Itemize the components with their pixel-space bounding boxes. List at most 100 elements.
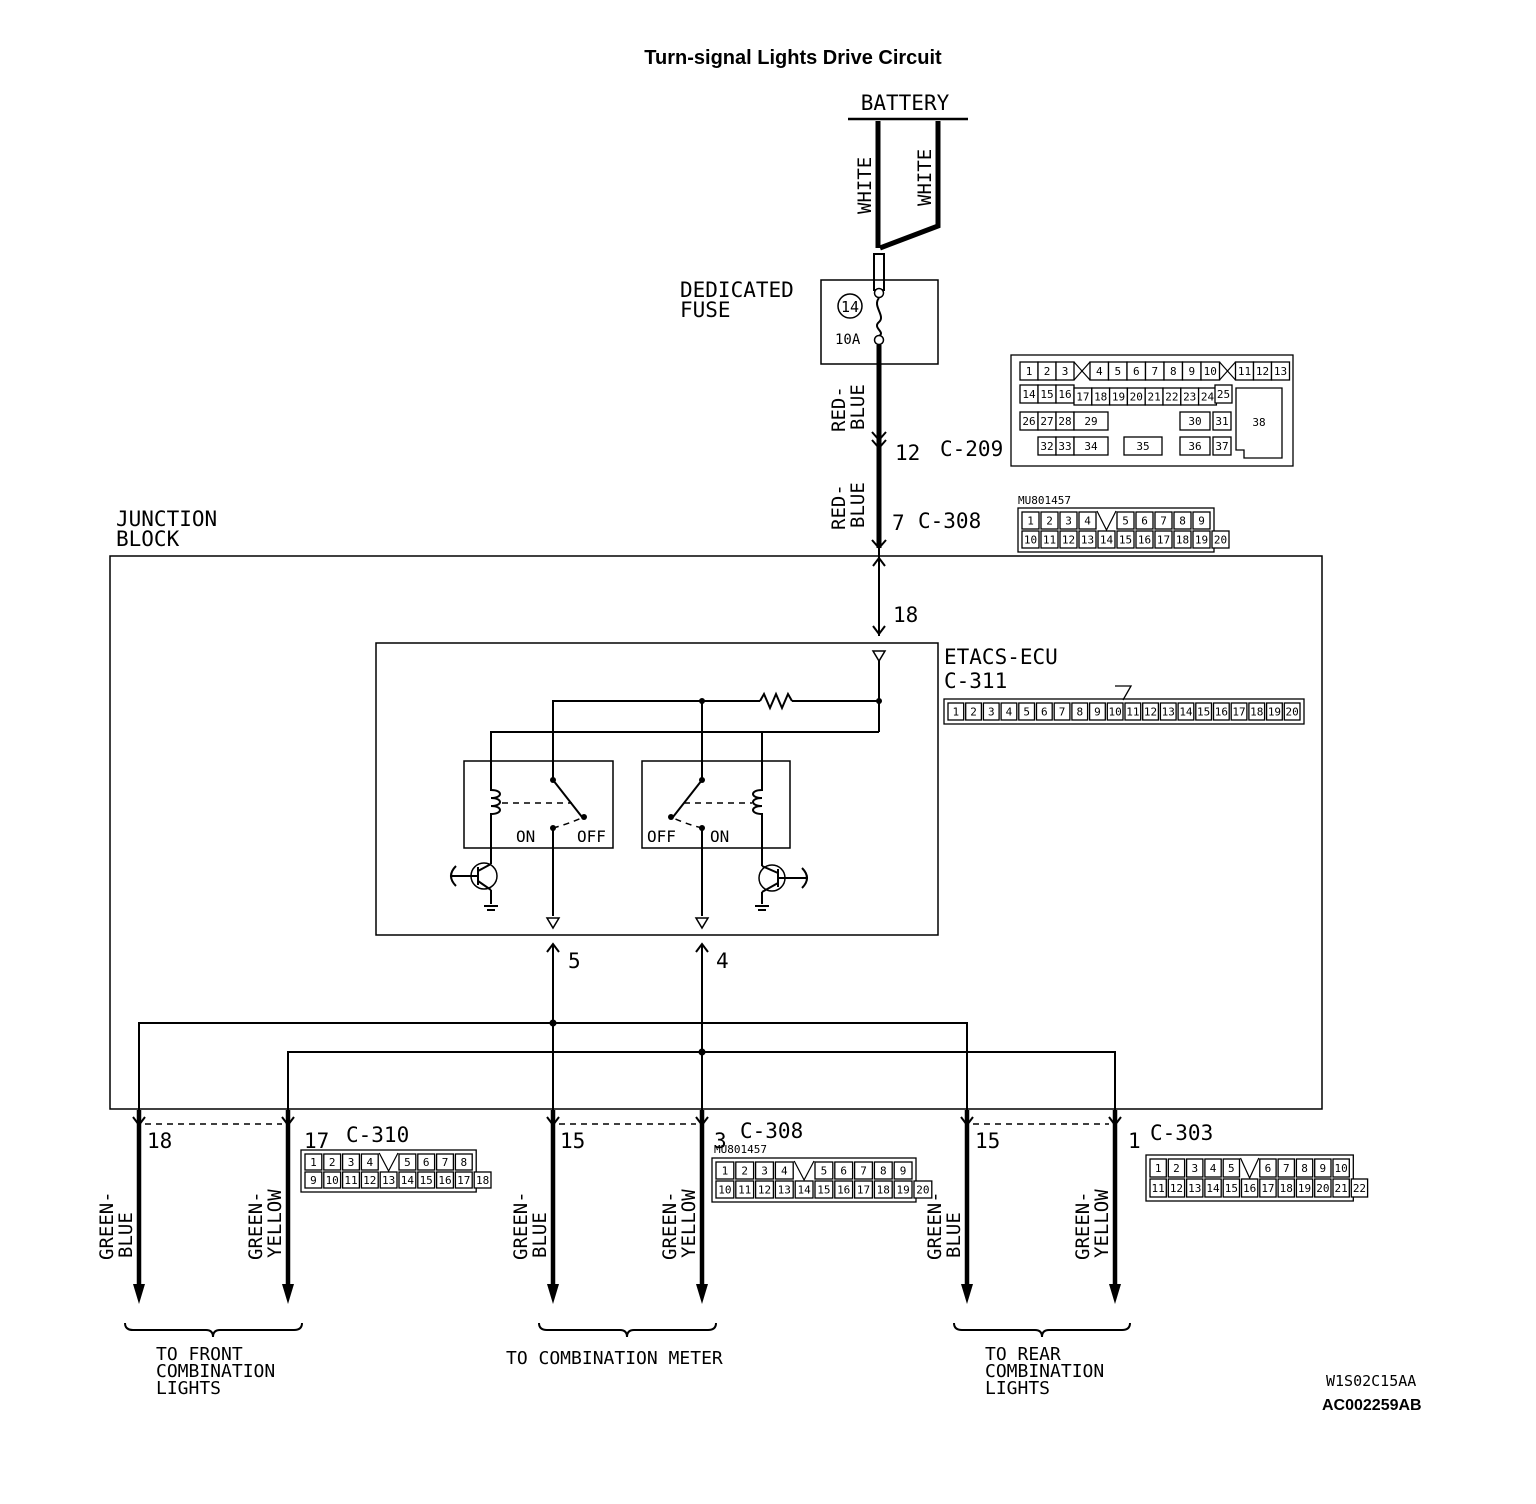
left-transistor-base-hook: [450, 865, 457, 887]
pin-number: 9: [1188, 365, 1195, 378]
connector-housing: [1145, 1154, 1354, 1202]
pin-cell: [360, 1153, 379, 1171]
pin-cell: [1270, 361, 1291, 381]
connector-housing: [300, 1149, 477, 1193]
pin-number: 19: [1268, 706, 1281, 719]
pin-number: 6: [1133, 365, 1140, 378]
pin-cell: [1159, 702, 1177, 721]
right-transistor-base-hook: [801, 867, 808, 889]
right-relay-off: OFF: [647, 827, 676, 846]
pin-number: 2: [970, 706, 977, 719]
pin-cell: [1212, 702, 1230, 721]
pin-number: 13: [1274, 365, 1287, 378]
pin-number: 27: [1040, 415, 1053, 428]
wire-arrow-icon: [133, 1284, 145, 1304]
pin-cell: [1212, 436, 1232, 456]
pin-number: 17: [457, 1174, 470, 1187]
pin-cell: [1179, 411, 1211, 431]
pin-cell: [965, 702, 983, 721]
right-bus-node: [698, 1048, 706, 1056]
wire-color-label: GREEN-: [510, 1191, 532, 1260]
pin-number: 12: [1170, 1182, 1183, 1195]
pin-cell: [341, 1171, 361, 1189]
dest-rear-1: TO REAR: [985, 1344, 1061, 1365]
pin-cell: [1142, 702, 1160, 721]
fuse-number: 14: [841, 298, 859, 316]
rear-brace: [953, 1322, 1131, 1338]
wire-color-label: BLUE: [943, 1212, 965, 1258]
ecu-input-triangle: [871, 650, 887, 663]
dest-front-3: LIGHTS: [156, 1378, 221, 1399]
pin-cell: [435, 1171, 455, 1189]
blank-cavity-mark: [1219, 361, 1236, 381]
c308-bottom-label: C-308: [740, 1119, 803, 1143]
white-label-2: WHITE: [914, 149, 936, 206]
pin-number: 17: [1261, 1182, 1274, 1195]
pin-number: 14: [797, 1184, 811, 1197]
pin-number: 6: [840, 1165, 847, 1178]
right-relay-arm: [672, 779, 703, 818]
wire-color-label: YELLOW: [678, 1189, 700, 1258]
pin-number: 21: [1147, 391, 1160, 404]
pin-number: 1: [1027, 515, 1034, 528]
pin-number: 7: [1160, 515, 1167, 528]
pin-cell: [1192, 511, 1211, 530]
fuse-element: [873, 253, 885, 291]
c209-label: C-209: [940, 437, 1003, 461]
pin-number: 15: [817, 1184, 830, 1197]
left-relay-box: [463, 760, 614, 849]
pin-cell: [1283, 702, 1301, 721]
key-mark: [1115, 685, 1133, 701]
diagram-title: Turn-signal Lights Drive Circuit: [644, 47, 942, 69]
pin-cell: [1350, 1178, 1369, 1198]
wire-color-label: GREEN-: [96, 1191, 118, 1260]
pin-number: 16: [1058, 388, 1071, 401]
pin-cell: [893, 1180, 913, 1199]
pin-cell: [454, 1153, 473, 1171]
pin-number: 8: [880, 1165, 887, 1178]
pin-cell: [1177, 702, 1195, 721]
pin-number: 7: [442, 1156, 449, 1169]
wire-arrow-icon: [961, 1284, 973, 1304]
pin-number: 1: [310, 1156, 317, 1169]
right-transistor-c: [761, 865, 779, 874]
pin-cell: [1021, 511, 1040, 530]
pin-number: 13: [1188, 1182, 1201, 1195]
right-relay-coil: [752, 780, 763, 826]
pin-number: 1: [953, 706, 960, 719]
key-mark: [1239, 1157, 1260, 1180]
etacs-ecu-box: [375, 642, 939, 936]
pin-number: 20: [1286, 706, 1299, 719]
pin-number: 20: [1130, 391, 1143, 404]
pin-number: 8: [1170, 365, 1177, 378]
pin-cell: [853, 1180, 874, 1199]
pin-cell: [1040, 530, 1059, 549]
pin-cell: [1277, 1178, 1296, 1198]
pin-cell: [1071, 702, 1089, 721]
pin-number: 7: [1283, 1162, 1290, 1175]
wire-color-label: GREEN-: [659, 1191, 681, 1260]
pin-number: 36: [1188, 440, 1201, 453]
pin-cell: [323, 1153, 342, 1171]
connector-housing: [711, 1157, 917, 1203]
left-relay-on: ON: [516, 827, 535, 846]
pin-cell: [754, 1180, 775, 1199]
pin-number: 5: [404, 1156, 411, 1169]
pin-cell: [893, 1161, 913, 1180]
pin-number: 22: [1353, 1182, 1366, 1195]
pin-cell: [1116, 530, 1135, 549]
pin-number: 8: [1301, 1162, 1308, 1175]
pin-number: 9: [900, 1165, 907, 1178]
pin-cell: [982, 702, 1000, 721]
pin-number: 6: [1041, 706, 1048, 719]
pin-number: 12: [1144, 706, 1157, 719]
pin-number: 35: [1136, 440, 1149, 453]
pin-cell: [715, 1161, 735, 1180]
pin-number: 16: [1243, 1182, 1256, 1195]
pin-number: 2: [1046, 515, 1053, 528]
wire-color-label: GREEN-: [924, 1191, 946, 1260]
c308-top-part-number: MU801457: [1018, 494, 1071, 507]
